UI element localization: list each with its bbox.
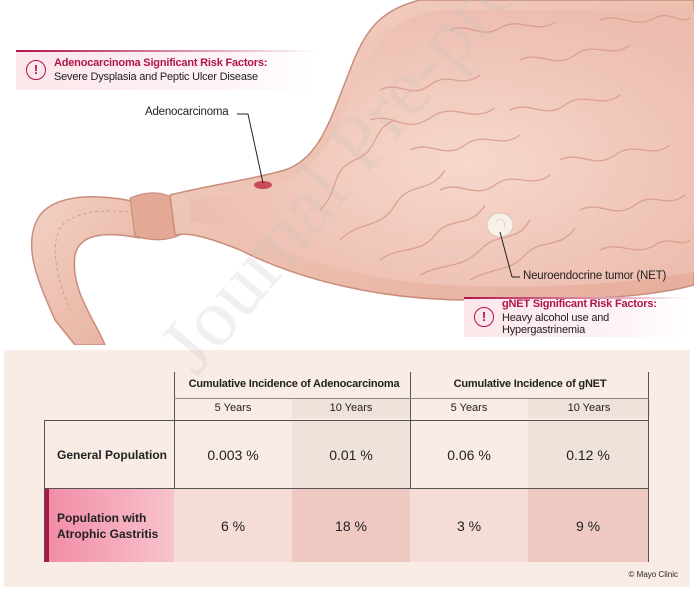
year-header: 10 Years [329, 402, 373, 414]
grid-line [648, 372, 649, 562]
year-header: 5 Years [450, 402, 488, 414]
row-shade [292, 489, 410, 562]
net-tumor [486, 212, 514, 238]
table-cell: 0.06 % [447, 446, 491, 463]
year-header: 5 Years [214, 402, 252, 414]
grid-line [44, 420, 45, 562]
grid-line [174, 398, 649, 399]
year-header-shade [528, 398, 650, 418]
risk-text: Heavy alcohol use and Hypergastrinemia [502, 312, 610, 336]
row-label-highlight [45, 489, 174, 562]
table-cell: 0.12 % [566, 446, 610, 463]
row-label-accent [45, 489, 49, 562]
year-header: 10 Years [567, 402, 611, 414]
net-label: Neuroendocrine tumor (NET) [523, 270, 667, 282]
row-shade [528, 421, 648, 488]
adenocarcinoma-lesion [254, 181, 272, 189]
table-cell: 0.003 % [207, 446, 259, 463]
risk-title: gNET Significant Risk Factors: [502, 298, 657, 310]
row-shade [292, 421, 410, 488]
grid-line [44, 420, 649, 421]
grid-line [410, 372, 411, 562]
grid-line [174, 372, 175, 562]
year-header-shade [292, 398, 410, 418]
accent-bar [16, 50, 316, 52]
row-label-general-population: General Population [57, 447, 168, 462]
grid-line [44, 488, 649, 489]
group-header-adenocarcinoma: Cumulative Incidence of Adenocarcinoma [188, 378, 400, 390]
duodenum [30, 196, 151, 345]
exclamation-icon: ! [474, 307, 494, 327]
risk-text: Severe Dysplasia and Peptic Ulcer Diseas… [54, 71, 258, 83]
group-header-gnet: Cumulative Incidence of gNET [453, 378, 607, 390]
row-shade [528, 489, 648, 562]
adenocarcinoma-risk-callout: ! Adenocarcinoma Significant Risk Factor… [16, 50, 316, 90]
table-cell: 6 % [220, 517, 246, 534]
row-label-atrophic-gastritis: Population with Atrophic Gastritis [57, 510, 159, 541]
stomach-illustration [30, 0, 694, 345]
accent-bar [464, 297, 690, 299]
exclamation-icon: ! [26, 60, 46, 80]
table-cell: 3 % [456, 517, 482, 534]
table-cell: 0.01 % [329, 446, 373, 463]
adenocarcinoma-label: Adenocarcinoma [145, 106, 229, 118]
table-cell: 9 % [575, 517, 601, 534]
copyright: © Mayo Clinic [628, 570, 678, 579]
table-cell: 18 % [335, 517, 367, 534]
risk-title: Adenocarcinoma Significant Risk Factors: [54, 57, 268, 69]
gnet-risk-callout: ! gNET Significant Risk Factors: Heavy a… [464, 297, 690, 337]
incidence-table: Cumulative Incidence of Adenocarcinoma C… [4, 350, 690, 587]
